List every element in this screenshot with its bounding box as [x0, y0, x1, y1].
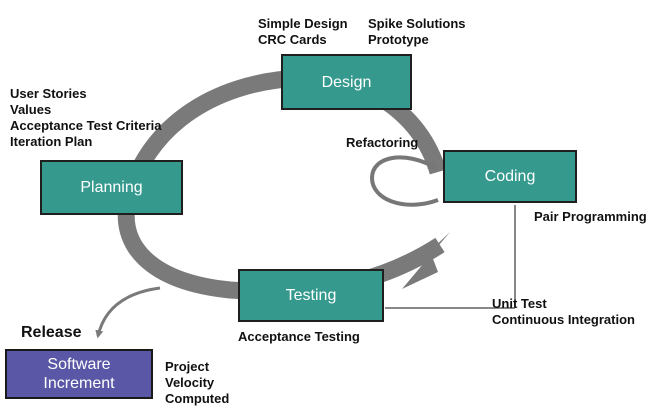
planning-box: Planning	[40, 160, 183, 215]
cycle-arrowhead	[402, 232, 450, 289]
note-acceptance-test-criteria: Acceptance Test Criteria	[10, 118, 162, 133]
design-right-notes: Spike Solutions Prototype	[368, 16, 466, 48]
note-release: Release	[21, 324, 82, 341]
design-left-notes: Simple Design CRC Cards	[258, 16, 348, 48]
note-values: Values	[10, 102, 52, 117]
note-pair-programming: Pair Programming	[534, 209, 647, 224]
planning-label: Planning	[80, 179, 143, 196]
note-velocity: Velocity	[165, 375, 215, 390]
note-prototype: Prototype	[368, 32, 429, 47]
testing-box: Testing	[238, 269, 384, 322]
increment-line-2: Increment	[43, 375, 115, 392]
testing-right-notes: Unit Test Continuous Integration	[492, 296, 635, 328]
note-unit-test: Unit Test	[492, 296, 547, 311]
note-spike-solutions: Spike Solutions	[368, 16, 466, 31]
note-simple-design: Simple Design	[258, 16, 348, 31]
software-increment-box: Software Increment	[5, 349, 153, 399]
design-label: Design	[321, 73, 372, 91]
release-arrow	[95, 286, 161, 339]
note-user-stories: User Stories	[10, 86, 87, 101]
coding-label: Coding	[484, 168, 536, 185]
refactoring-loop-arrow	[369, 155, 439, 207]
note-computed: Computed	[165, 391, 230, 406]
note-refactoring: Refactoring	[346, 135, 419, 150]
note-continuous-integration: Continuous Integration	[492, 312, 635, 327]
note-iteration-plan: Iteration Plan	[10, 134, 93, 149]
coding-box: Coding	[443, 150, 577, 203]
increment-notes: Project Velocity Computed	[165, 359, 229, 407]
note-acceptance-testing: Acceptance Testing	[238, 329, 360, 344]
testing-label: Testing	[285, 287, 337, 304]
note-crc-cards: CRC Cards	[258, 32, 327, 47]
increment-line-1: Software	[47, 356, 111, 373]
planning-notes: User Stories Values Acceptance Test Crit…	[10, 86, 162, 150]
note-project: Project	[165, 359, 210, 374]
design-box: Design	[281, 54, 412, 110]
